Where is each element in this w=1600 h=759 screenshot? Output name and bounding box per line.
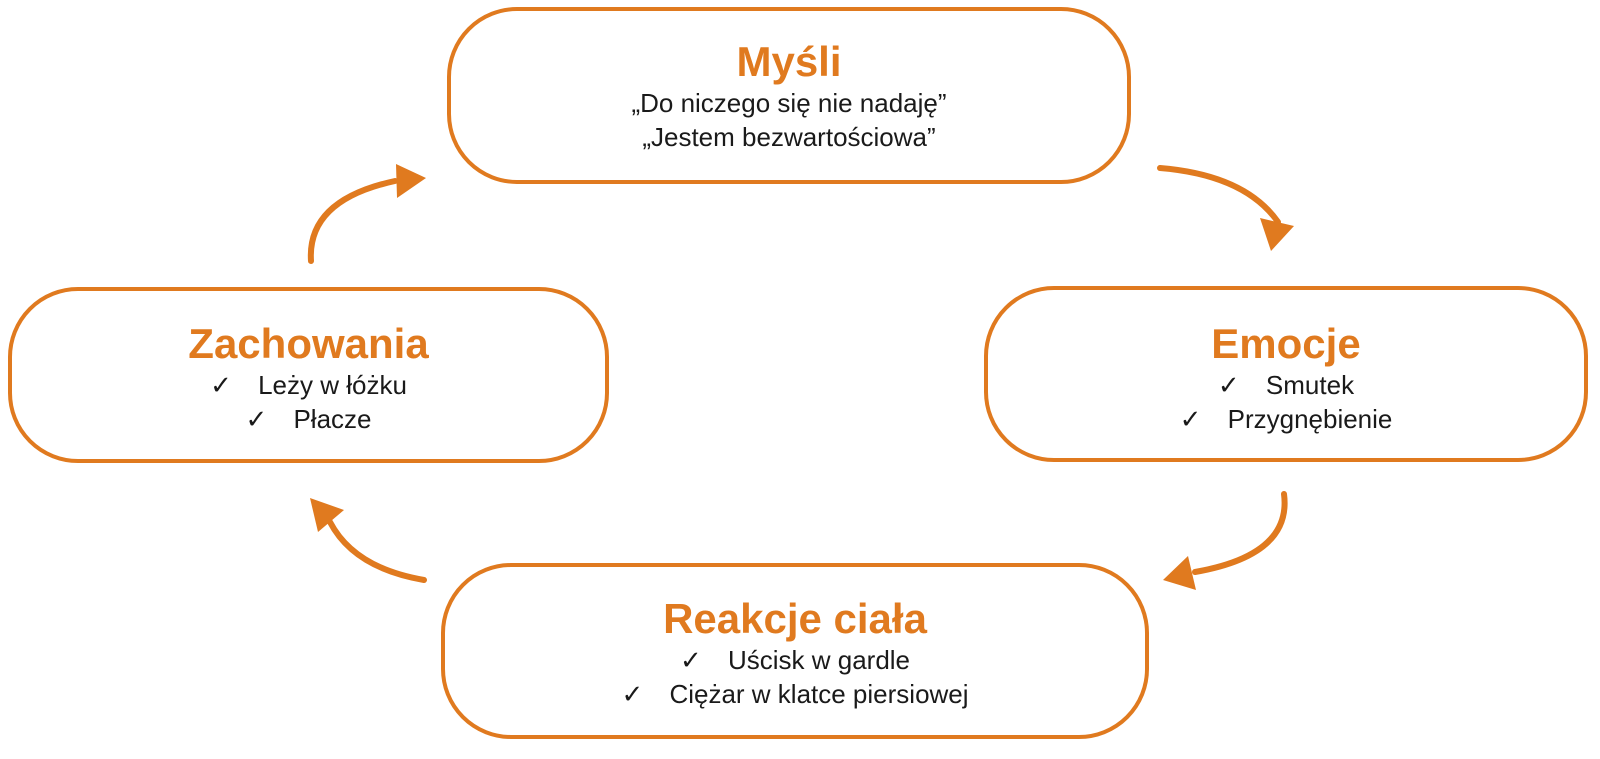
list-item-label: Płacze: [293, 404, 372, 434]
check-icon: ✓: [1179, 404, 1202, 434]
arrow-emotions-to-body: [1163, 491, 1288, 590]
node-title-body-reactions: Reakcje ciała: [663, 595, 927, 642]
check-icon: ✓: [621, 679, 644, 709]
node-emotions: Emocje ✓ Smutek ✓ Przygnębienie: [984, 286, 1588, 462]
list-item: ✓ Leży w łóżku: [12, 368, 605, 402]
check-icon: ✓: [679, 645, 702, 675]
list-item-label: Leży w łóżku: [258, 370, 407, 400]
node-title-behaviors: Zachowania: [188, 320, 429, 367]
node-title-thoughts: Myśli: [736, 38, 842, 85]
check-icon: ✓: [245, 404, 268, 434]
check-icon: ✓: [1217, 370, 1240, 400]
node-body-reactions: Reakcje ciała ✓ Uścisk w gardle ✓ Ciężar w…: [441, 563, 1149, 739]
list-item-label: Przygnębienie: [1227, 404, 1393, 434]
thought-line: „Do niczego się nie nadaję”: [631, 88, 947, 118]
list-item-label: Uścisk w gardle: [727, 645, 911, 675]
list-item: ✓ Ciężar w klatce piersiowej: [445, 677, 1145, 711]
list-item: ✓ Przygnębienie: [988, 402, 1584, 436]
arrow-body-to-behaviors: [310, 498, 427, 583]
check-icon: ✓: [210, 370, 232, 400]
arrow-thoughts-to-emotions: [1157, 165, 1294, 251]
list-item-label: Ciężar w klatce piersiowej: [669, 679, 969, 709]
list-item: ✓ Uścisk w gardle: [445, 643, 1145, 677]
arrow-behaviors-to-thoughts: [307, 164, 426, 264]
list-item: ✓ Płacze: [12, 402, 605, 436]
list-item: ✓ Smutek: [988, 368, 1584, 402]
thought-line: „Jestem bezwartościowa”: [642, 122, 936, 152]
node-title-emotions: Emocje: [1211, 320, 1361, 367]
node-thoughts: Myśli „Do niczego się nie nadaję” „Jeste…: [447, 7, 1131, 184]
list-item-label: Smutek: [1265, 370, 1355, 400]
node-behaviors: Zachowania ✓ Leży w łóżku ✓ Płacze: [8, 287, 609, 463]
